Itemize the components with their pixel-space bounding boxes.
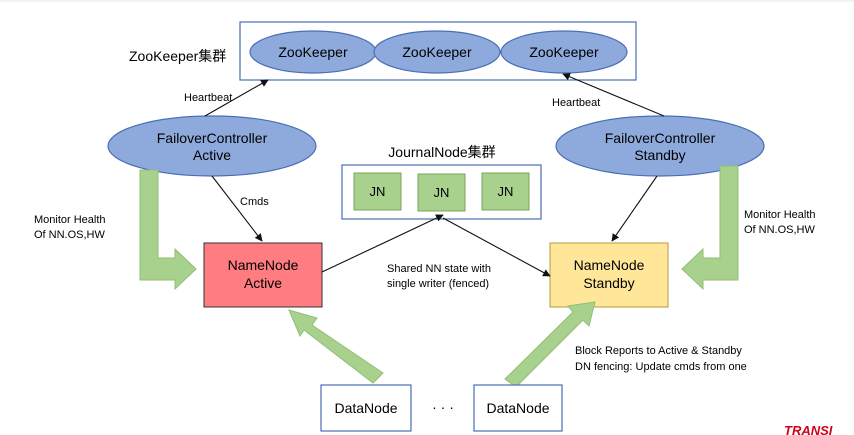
block-report-arrow-right: [504, 301, 596, 388]
zookeeper-cluster-label: ZooKeeper集群: [129, 48, 226, 64]
cmds-label: Cmds: [240, 196, 269, 208]
shared-state-line1: Shared NN state with: [387, 263, 491, 275]
block-report-arrow-left: [288, 309, 384, 384]
journal-node-2: JN: [417, 173, 466, 212]
shared-state-arrow-read: [442, 217, 551, 277]
heartbeat-arrow-left: [204, 79, 269, 117]
shared-state-arrow-write: [321, 214, 444, 273]
monitor-left-line2: Of NN.OS,HW: [34, 229, 106, 241]
heartbeat-left-label: Heartbeat: [184, 92, 232, 104]
journal-node-label: JN: [370, 184, 386, 199]
heartbeat-right-label: Heartbeat: [552, 97, 600, 109]
standby-cmds-arrow: [611, 175, 658, 242]
datanode-2: DataNode: [473, 384, 563, 432]
journal-node-3: JN: [481, 172, 530, 211]
shared-state-line2: single writer (fenced): [387, 278, 489, 290]
failover-standby-line1: FailoverController: [605, 130, 716, 146]
journal-node-1: JN: [353, 172, 402, 211]
monitor-left-line1: Monitor Health: [34, 214, 106, 226]
block-reports-line2: DN fencing: Update cmds from one: [575, 361, 747, 373]
zookeeper-node-label: ZooKeeper: [278, 44, 348, 60]
namenode-active-line2: Active: [244, 275, 282, 291]
failover-active-line1: FailoverController: [157, 130, 268, 146]
cmds-arrow: [211, 175, 263, 242]
journal-node-label: JN: [498, 184, 514, 199]
namenode-standby-line1: NameNode: [574, 257, 645, 273]
namenode-standby: NameNode Standby: [549, 242, 669, 308]
failover-standby-line2: Standby: [634, 147, 685, 163]
monitor-right-line1: Monitor Health: [744, 209, 816, 221]
failover-controller-standby: FailoverController Standby: [555, 115, 765, 177]
heartbeat-arrow-right: [562, 73, 665, 117]
monitor-right-line2: Of NN.OS,HW: [744, 224, 816, 236]
monitor-arrow-left: [139, 169, 197, 291]
datanode-label: DataNode: [334, 400, 397, 416]
datanode-1: DataNode: [320, 384, 412, 432]
zookeeper-node-2: ZooKeeper: [373, 30, 501, 74]
journal-node-label: JN: [434, 185, 450, 200]
namenode-active: NameNode Active: [203, 242, 323, 308]
namenode-active-line1: NameNode: [228, 257, 299, 273]
zookeeper-node-1: ZooKeeper: [249, 30, 377, 74]
journal-cluster-label: JournalNode集群: [388, 144, 495, 160]
zookeeper-node-3: ZooKeeper: [500, 30, 628, 74]
failover-active-line2: Active: [193, 147, 231, 163]
watermark-logo: TRANSI: [784, 423, 833, 435]
zookeeper-node-label: ZooKeeper: [402, 44, 472, 60]
block-reports-line1: Block Reports to Active & Standby: [575, 345, 742, 357]
datanode-ellipsis: · · ·: [432, 399, 454, 415]
zookeeper-node-label: ZooKeeper: [529, 44, 599, 60]
namenode-standby-line2: Standby: [583, 275, 634, 291]
failover-controller-active: FailoverController Active: [107, 115, 317, 177]
monitor-arrow-right: [681, 165, 739, 291]
datanode-label: DataNode: [486, 400, 549, 416]
